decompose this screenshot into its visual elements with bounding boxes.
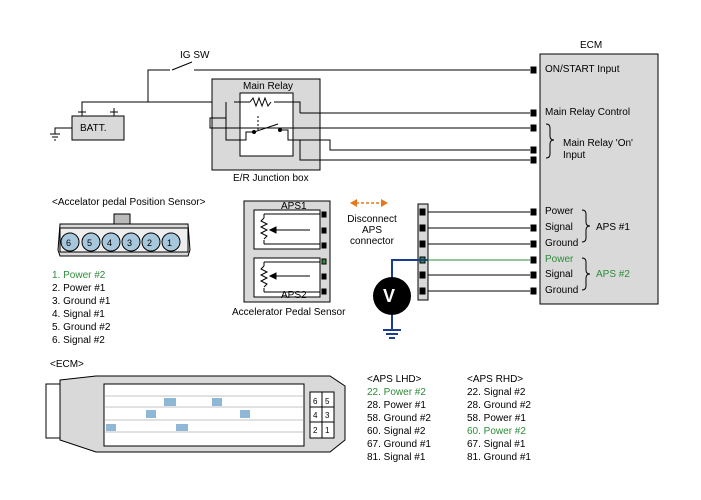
ecm-ground1-label: Ground <box>545 238 579 249</box>
voltmeter-icon <box>373 277 411 315</box>
ecm-side-pin: 3 <box>325 411 330 420</box>
sensor-pin-4: 4 <box>107 238 113 248</box>
disconnect-line1: Disconnect <box>347 214 397 225</box>
ecm-main-relay-input-label: Input <box>563 150 586 161</box>
aps2-group-label: APS #2 <box>596 269 630 280</box>
junction-box-label: E/R Junction box <box>233 173 309 184</box>
ecm-connector-title: <ECM> <box>50 359 84 370</box>
sensor-pin-2: 2 <box>147 238 153 248</box>
aps1-label: APS1 <box>281 201 307 212</box>
sensor-pin-6: 6 <box>66 238 72 248</box>
ecm-side-pin: 2 <box>313 426 318 435</box>
aps-lhd-item: 60. Signal #2 <box>367 426 426 437</box>
aps-rhd-title: <APS RHD> <box>467 374 524 385</box>
aps1-group-label: APS #1 <box>596 222 630 233</box>
ecm-box <box>539 53 659 305</box>
ig-switch-label: IG SW <box>180 50 210 61</box>
aps-rhd-item: 22. Signal #2 <box>467 387 526 398</box>
sensor-pin-legend: 1. Power #2 2. Power #1 3. Ground #1 4. … <box>52 269 110 347</box>
disconnect-line3: connector <box>350 236 394 247</box>
legend-item: 3. Ground #1 <box>52 296 111 307</box>
sensor-title: <Accelator pedal Position Sensor> <box>52 197 206 208</box>
aps-rhd-item: 58. Power #1 <box>467 413 526 424</box>
ecm-on-start-label: ON/START Input <box>545 64 620 75</box>
aps-lhd-list: <APS LHD> 22. Power #2 28. Power #1 58. … <box>367 373 431 464</box>
ecm-side-pin: 4 <box>313 411 318 420</box>
aps2-label: APS2 <box>281 290 307 301</box>
ecm-power2-label: Power <box>545 254 574 265</box>
battery-label: BATT. <box>80 123 107 134</box>
aps-rhd-item: 81. Ground #1 <box>467 452 531 463</box>
legend-item: 6. Signal #2 <box>52 335 105 346</box>
ecm-signal1-label: Signal <box>545 222 573 233</box>
ecm-side-pin: 6 <box>313 397 318 406</box>
aps-lhd-title: <APS LHD> <box>367 374 422 385</box>
aps-rhd-list: <APS RHD> 22. Signal #2 28. Ground #2 58… <box>467 373 531 464</box>
aps-lhd-item: 28. Power #1 <box>367 400 426 411</box>
main-relay-box <box>239 92 294 157</box>
ecm-main-relay-control-label: Main Relay Control <box>545 107 631 118</box>
disconnect-line2: APS <box>361 225 382 236</box>
ecm-power1-label: Power <box>545 206 574 217</box>
aps-lhd-item: 58. Ground #2 <box>367 413 431 424</box>
aps-rhd-item: 67. Signal #1 <box>467 439 526 450</box>
ecm-side-pin: 1 <box>325 426 330 435</box>
sensor-pin-1: 1 <box>167 238 173 248</box>
ecm-ground2-label: Ground <box>545 285 579 296</box>
sensor-pin-3: 3 <box>127 238 133 248</box>
ecm-signal2-label: Signal <box>545 269 573 280</box>
legend-item: 4. Signal #1 <box>52 309 105 320</box>
aps-rhd-item: 60. Power #2 <box>467 426 526 437</box>
aps-rhd-item: 28. Ground #2 <box>467 400 531 411</box>
main-relay-label: Main Relay <box>243 81 294 92</box>
voltmeter-label: V <box>383 286 396 306</box>
ecm-main-relay-on-label: Main Relay 'On' <box>563 138 633 149</box>
legend-item: 1. Power #2 <box>52 270 106 281</box>
aps-lhd-item: 67. Ground #1 <box>367 439 431 450</box>
legend-item: 5. Ground #2 <box>52 322 111 333</box>
aps-lhd-item: 22. Power #2 <box>367 387 426 398</box>
ecm-label: ECM <box>580 40 603 51</box>
legend-item: 2. Power #1 <box>52 283 106 294</box>
sensor-pin-5: 5 <box>87 238 93 248</box>
aps-caption: Accelerator Pedal Sensor <box>232 307 346 318</box>
aps-lhd-item: 81. Signal #1 <box>367 452 426 463</box>
ecm-side-pin: 5 <box>325 397 330 406</box>
